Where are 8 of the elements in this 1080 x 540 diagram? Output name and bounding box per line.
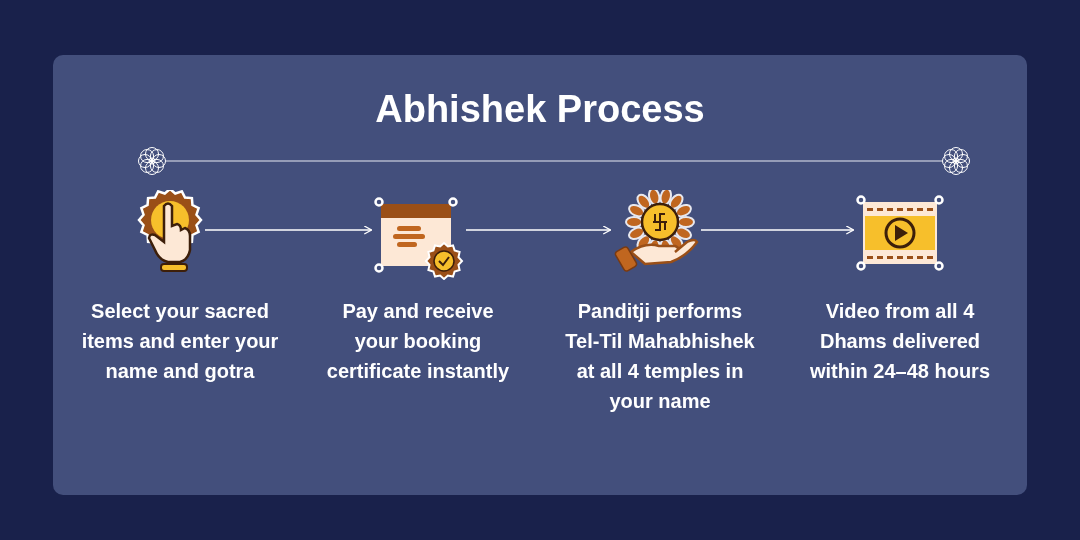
title: Abhishek Process: [374, 88, 706, 131]
arrow: [700, 225, 855, 235]
step-description: Video from all 4 Dhams delivered within 24–48 hours: [808, 299, 992, 384]
arrow: [204, 225, 373, 235]
step-description: Pay and receive your booking certificate instantly: [325, 299, 511, 384]
step-description: Select your sacred items and enter your name and gotra: [80, 299, 280, 384]
arrow: [465, 225, 612, 235]
step-description: Panditji performs Tel-Til Mahabhishek at all 4 temples in your name: [564, 299, 756, 414]
